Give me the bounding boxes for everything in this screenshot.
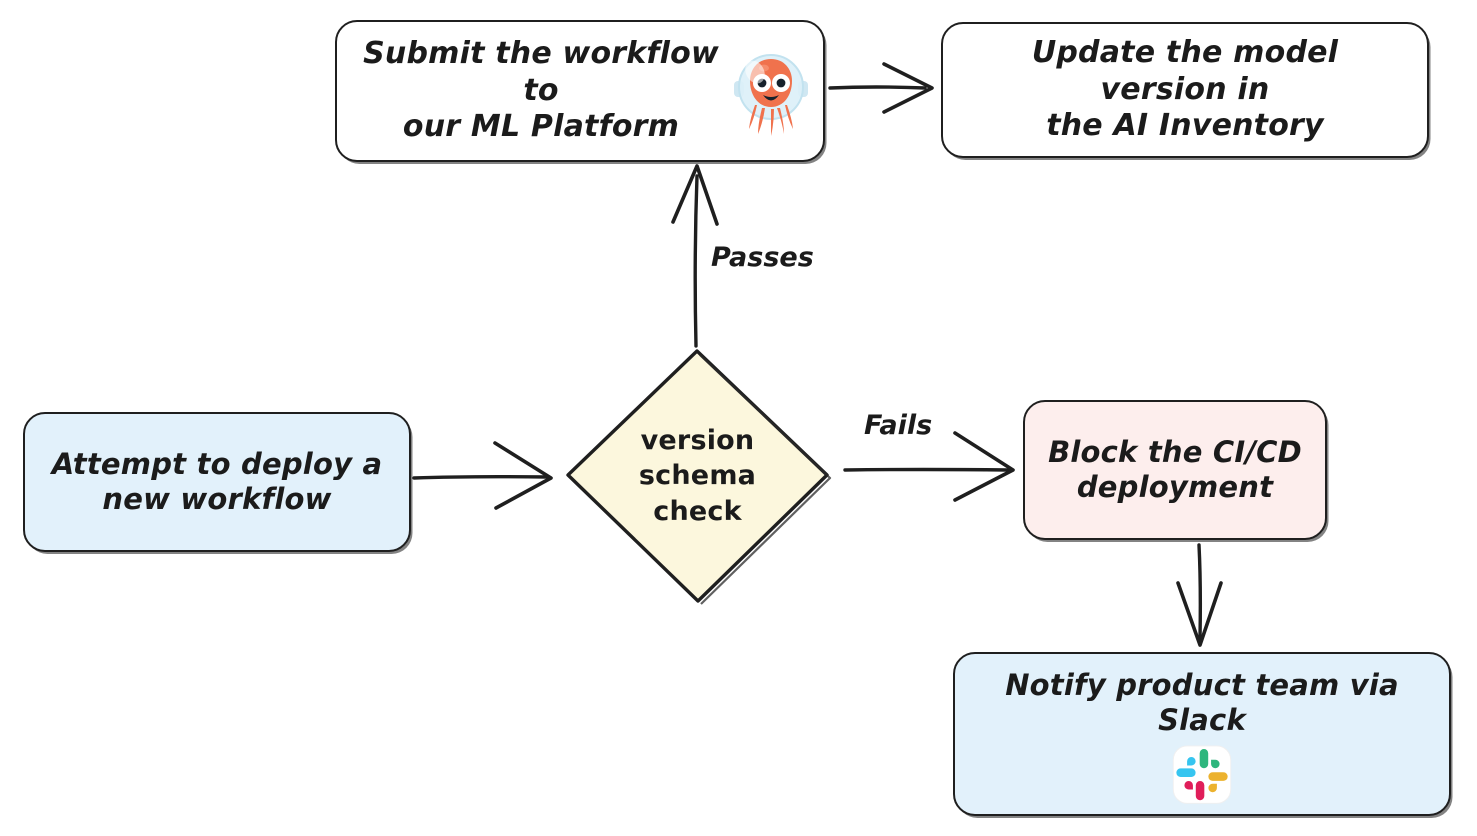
edge-block-to-notify [1176, 543, 1223, 647]
node-notify-slack-label: Notify product team via Slack [1005, 668, 1399, 738]
node-version-schema-check[interactable]: version schema check [561, 345, 834, 607]
node-attempt-deploy[interactable]: Attempt to deploy a new workflow [23, 412, 411, 552]
slack-icon [1172, 745, 1232, 804]
node-notify-slack[interactable]: Notify product team via Slack [953, 652, 1451, 816]
node-attempt-deploy-label: Attempt to deploy a new workflow [51, 446, 383, 516]
node-block-deployment[interactable]: Block the CI/CD deployment [1023, 400, 1327, 540]
node-submit-workflow[interactable]: Submit the workflow to our ML Platform [335, 20, 825, 162]
node-update-ai-inventory-label: Update the model version in the AI Inven… [1031, 35, 1339, 144]
decision-diamond-shape [566, 349, 832, 605]
node-block-deployment-label: Block the CI/CD deployment [1048, 434, 1302, 504]
edge-label-passes: Passes [711, 242, 814, 273]
edge-submit-to-update [828, 62, 934, 114]
node-version-schema-check-label: version schema check [638, 424, 757, 527]
edge-label-fails: Fails [864, 410, 933, 441]
node-submit-workflow-label: Submit the workflow to our ML Platform [363, 36, 719, 145]
edge-decision-to-block [843, 431, 1015, 502]
edge-attempt-to-decision [412, 441, 553, 510]
octopus-astronaut-icon [734, 54, 808, 136]
node-update-ai-inventory[interactable]: Update the model version in the AI Inven… [941, 22, 1429, 158]
